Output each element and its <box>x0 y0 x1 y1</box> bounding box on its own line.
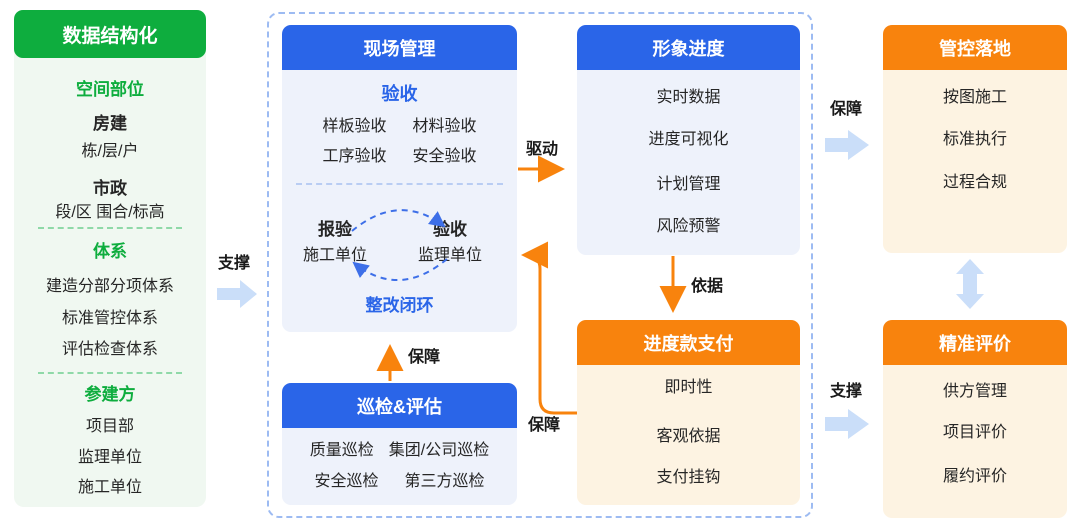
acceptance-subtitle: 验收 <box>381 84 418 104</box>
evaluation-body: 供方管理 项目评价 履约评价 <box>883 365 1067 518</box>
evaluation-item: 供方管理 <box>942 383 1007 400</box>
party-item: 项目部 <box>85 418 134 435</box>
data-structuring-title: 数据结构化 <box>14 10 206 58</box>
acceptance-item: 安全验收 <box>412 148 477 165</box>
acceptance-item: 样板验收 <box>322 118 387 135</box>
section-heading-space: 空间部位 <box>76 80 144 99</box>
label-assure-up: 保障 <box>408 349 441 366</box>
support-right-arrow <box>825 409 869 439</box>
party-item: 施工单位 <box>77 479 142 496</box>
implementation-title: 管控落地 <box>883 25 1067 70</box>
progress-item: 计划管理 <box>656 176 721 193</box>
payment-box: 进度款支付 即时性 客观依据 支付挂钩 <box>577 320 800 505</box>
inspection-item: 第三方巡检 <box>404 473 485 490</box>
site-management-title: 现场管理 <box>282 25 517 70</box>
support-left-arrow <box>217 280 257 308</box>
group-title-municipal: 市政 <box>93 179 127 198</box>
implementation-body: 按图施工 标准执行 过程合规 <box>883 70 1067 253</box>
double-arrow <box>956 259 984 309</box>
system-item: 标准管控体系 <box>61 310 158 327</box>
green-divider <box>38 372 182 374</box>
cycle-role-report: 报验 <box>318 220 352 239</box>
cycle-caption: 整改闭环 <box>365 296 434 315</box>
group-sub-municipal: 段/区 围合/标高 <box>55 204 165 221</box>
site-management-box: 现场管理 验收 样板验收 材料验收 工序验收 安全验收 报验 施工单位 验收 监… <box>282 25 517 332</box>
cycle-role-accept: 验收 <box>433 220 467 239</box>
inspection-title: 巡检&评估 <box>282 383 517 428</box>
cycle-org-contractor: 施工单位 <box>302 247 367 264</box>
green-divider <box>38 227 182 229</box>
evaluation-item: 项目评价 <box>942 424 1007 441</box>
progress-item: 进度可视化 <box>648 131 729 148</box>
payment-body: 即时性 客观依据 支付挂钩 <box>577 365 800 505</box>
progress-item: 实时数据 <box>656 89 721 106</box>
evaluation-item: 履约评价 <box>942 468 1007 485</box>
implementation-item: 过程合规 <box>942 174 1007 191</box>
group-sub-building: 栋/层/户 <box>81 143 139 160</box>
inspection-item: 质量巡检 <box>309 442 374 459</box>
label-support-right: 支撑 <box>830 383 863 400</box>
evaluation-box: 精准评价 供方管理 项目评价 履约评价 <box>883 320 1067 518</box>
payment-item: 客观依据 <box>656 428 721 445</box>
cycle-org-supervisor: 监理单位 <box>417 247 482 264</box>
section-heading-parties: 参建方 <box>84 385 136 404</box>
core-process-container <box>267 12 813 518</box>
inspection-item: 集团/公司巡检 <box>388 442 490 459</box>
implementation-item: 标准执行 <box>942 131 1007 148</box>
party-item: 监理单位 <box>77 449 142 466</box>
label-support-left: 支撑 <box>218 255 251 272</box>
label-assure-right: 保障 <box>830 101 863 118</box>
inspection-item: 安全巡检 <box>314 473 379 490</box>
payment-item: 支付挂钩 <box>656 469 721 486</box>
acceptance-item: 材料验收 <box>412 118 477 135</box>
blue-divider <box>296 183 503 185</box>
label-drive: 驱动 <box>526 141 559 158</box>
inspection-box: 巡检&评估 质量巡检 集团/公司巡检 安全巡检 第三方巡检 <box>282 383 517 505</box>
inspection-body: 质量巡检 集团/公司巡检 安全巡检 第三方巡检 <box>282 428 517 505</box>
progress-item: 风险预警 <box>656 218 721 235</box>
section-heading-system: 体系 <box>93 242 127 261</box>
site-management-body: 验收 样板验收 材料验收 工序验收 安全验收 报验 施工单位 验收 监理单位 整… <box>282 70 517 332</box>
label-assure-loop: 保障 <box>528 417 561 434</box>
group-title-building: 房建 <box>93 114 127 133</box>
implementation-box: 管控落地 按图施工 标准执行 过程合规 <box>883 25 1067 253</box>
system-item: 评估检查体系 <box>61 341 158 358</box>
progress-box: 形象进度 实时数据 进度可视化 计划管理 风险预警 <box>577 25 800 255</box>
acceptance-item: 工序验收 <box>322 148 387 165</box>
implementation-item: 按图施工 <box>942 89 1007 106</box>
payment-item: 即时性 <box>664 379 713 396</box>
data-structuring-panel: 数据结构化 空间部位 房建 栋/层/户 市政 段/区 围合/标高 体系 建造分部… <box>14 10 206 507</box>
evaluation-title: 精准评价 <box>883 320 1067 365</box>
progress-body: 实时数据 进度可视化 计划管理 风险预警 <box>577 70 800 255</box>
payment-title: 进度款支付 <box>577 320 800 365</box>
system-item: 建造分部分项体系 <box>45 278 174 295</box>
assure-right-arrow <box>825 130 869 160</box>
progress-title: 形象进度 <box>577 25 800 70</box>
label-basis: 依据 <box>691 278 724 295</box>
